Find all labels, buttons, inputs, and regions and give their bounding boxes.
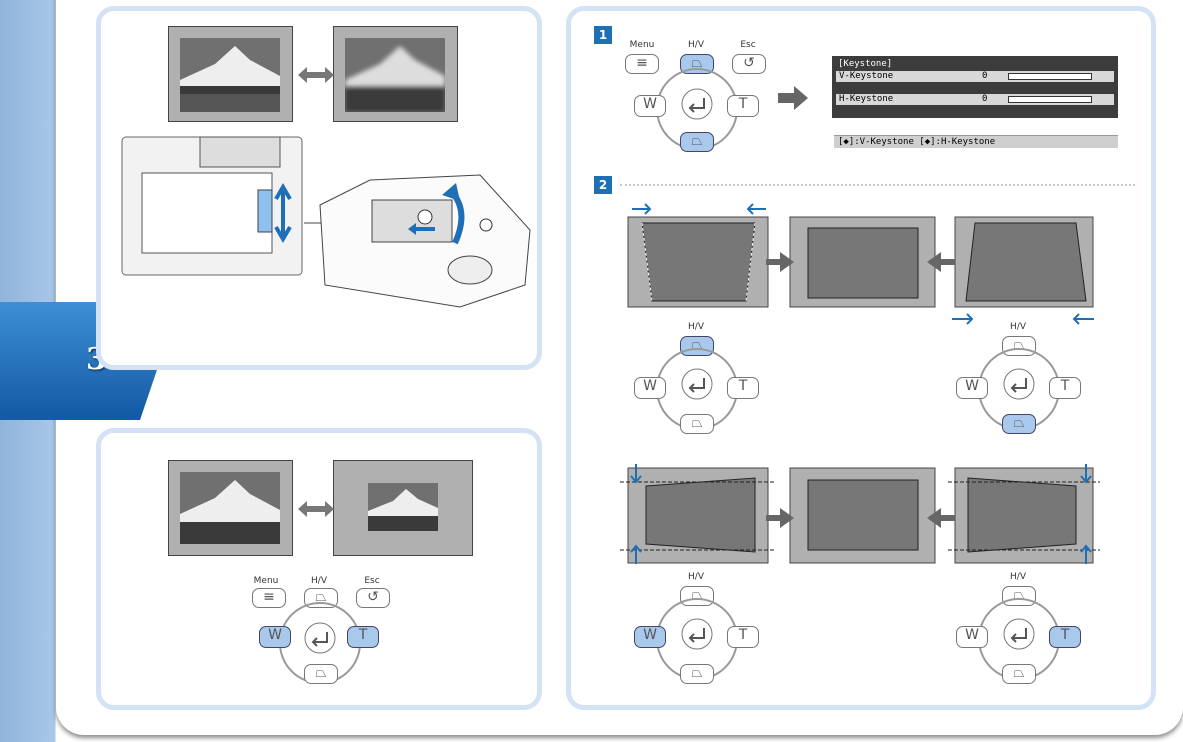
keystone-down-button[interactable]: ⏢ xyxy=(680,664,714,684)
keystone-down-button[interactable]: ⏢ xyxy=(680,414,714,434)
dotted-divider xyxy=(620,184,1135,186)
menu-label: Menu xyxy=(253,576,279,586)
keystone-down-button[interactable]: ⏢ xyxy=(304,664,338,684)
double-arrow-icon xyxy=(298,67,334,83)
keystone-menu: [Keystone] V-Keystone 0 H-Keystone 0 xyxy=(832,56,1118,118)
keystone-up-button[interactable]: ⏢ xyxy=(1002,336,1036,356)
hv-label: H/V xyxy=(688,572,704,582)
keystone-up-button[interactable]: ⏢ xyxy=(680,586,714,606)
hv-label: H/V xyxy=(1010,572,1026,582)
keystone-vertical-correction-diagram xyxy=(627,203,1094,325)
hv-label: H/V xyxy=(1010,322,1026,332)
wide-button[interactable]: W xyxy=(956,626,988,648)
keystone-up-button[interactable]: ⏢ xyxy=(680,336,714,356)
keystone-down-button[interactable]: ⏢ xyxy=(680,132,714,152)
esc-button[interactable]: ↺ xyxy=(732,54,766,74)
photo-mountain-blurred xyxy=(345,38,445,112)
v-keystone-value: 0 xyxy=(982,71,988,81)
wide-button[interactable]: W xyxy=(634,377,666,399)
right-arrow-icon xyxy=(778,86,808,110)
wide-button[interactable]: W xyxy=(634,95,666,117)
keystone-down-button[interactable]: ⏢ xyxy=(1002,664,1036,684)
h-keystone-value: 0 xyxy=(982,94,988,104)
wide-button[interactable]: W xyxy=(634,626,666,648)
h-keystone-slider[interactable] xyxy=(1008,96,1092,103)
tele-button[interactable]: T xyxy=(727,95,759,117)
keystone-help-bar: [◆]:V-Keystone [◆]:H-Keystone xyxy=(834,135,1118,148)
menu-button[interactable]: ≡ xyxy=(252,588,286,608)
projector-focus-lever-illustration xyxy=(121,136,531,308)
v-keystone-row[interactable]: V-Keystone 0 xyxy=(836,71,1114,82)
keystone-up-button[interactable]: ⏢ xyxy=(1002,586,1036,606)
photo-mountain-tele xyxy=(368,483,438,531)
keystone-menu-title: [Keystone] xyxy=(838,59,893,69)
v-keystone-slider[interactable] xyxy=(1008,73,1092,80)
keystone-horizontal-correction-diagram xyxy=(620,464,1100,564)
photo-mountain-wide xyxy=(180,472,280,544)
tele-button[interactable]: T xyxy=(727,377,759,399)
tele-button[interactable]: T xyxy=(727,626,759,648)
double-arrow-icon xyxy=(298,501,334,517)
wide-button[interactable]: W xyxy=(259,626,291,648)
esc-label: Esc xyxy=(364,576,380,586)
v-keystone-label: V-Keystone xyxy=(839,71,894,81)
keystone-panel xyxy=(566,6,1156,710)
hv-label: H/V xyxy=(311,576,327,586)
photo-mountain-sharp xyxy=(180,38,280,112)
hv-label: H/V xyxy=(688,322,704,332)
wide-button[interactable]: W xyxy=(956,377,988,399)
menu-button[interactable]: ≡ xyxy=(625,54,659,74)
step-badge-1: 1 xyxy=(594,26,612,44)
tele-button[interactable]: T xyxy=(1049,377,1081,399)
esc-button[interactable]: ↺ xyxy=(356,588,390,608)
h-keystone-row[interactable]: H-Keystone 0 xyxy=(836,94,1114,105)
step-badge-2: 2 xyxy=(594,176,612,194)
tele-button[interactable]: T xyxy=(1049,626,1081,648)
tele-button[interactable]: T xyxy=(347,626,379,648)
esc-label: Esc xyxy=(740,40,756,50)
h-keystone-label: H-Keystone xyxy=(839,94,894,104)
keystone-down-button[interactable]: ⏢ xyxy=(1002,414,1036,434)
hv-label: H/V xyxy=(688,40,704,50)
menu-label: Menu xyxy=(629,40,655,50)
